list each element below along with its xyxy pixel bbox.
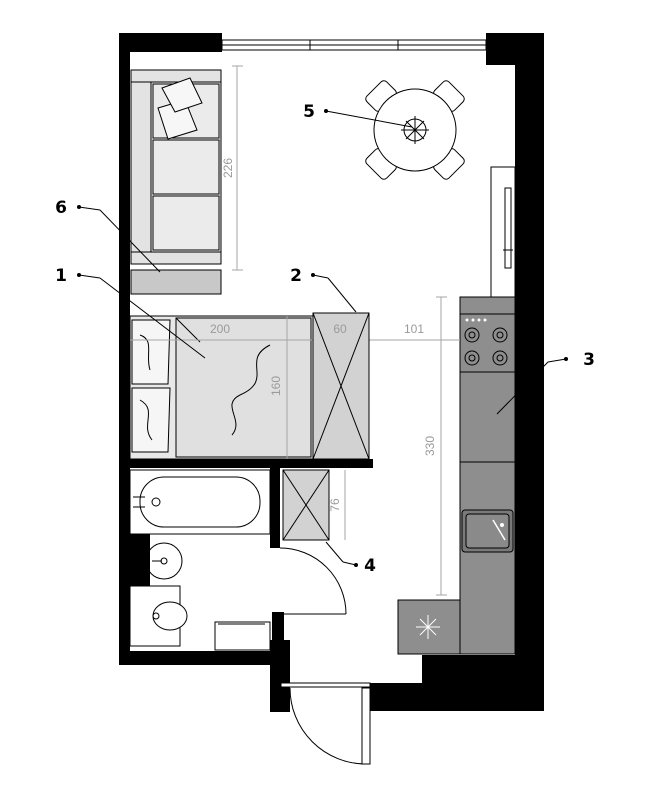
window <box>221 39 487 51</box>
dining-table <box>365 80 465 180</box>
tv-panel <box>490 166 516 298</box>
label-closet: 4 <box>364 556 376 576</box>
callouts <box>77 109 568 567</box>
dimension-bed-length: 200 <box>210 322 230 336</box>
label-sofa: 6 <box>55 198 67 218</box>
dimension-closet-depth: 76 <box>328 498 342 512</box>
wall-bathroom-door-jamb <box>272 612 284 652</box>
wall-bottom-left <box>119 651 272 665</box>
dimension-kitchen-length: 330 <box>423 436 437 456</box>
wall-top-left <box>119 33 222 52</box>
dimension-wardrobe-depth: 60 <box>333 322 347 336</box>
doors <box>279 547 371 765</box>
wall-bottom-right-block <box>422 655 522 685</box>
bed-dimension: 200 160 <box>130 316 460 459</box>
kitchen-dimension: 330 <box>423 296 447 596</box>
bed <box>129 315 314 460</box>
label-wardrobe: 2 <box>290 266 302 286</box>
sofa-dimension: 226 <box>221 65 243 271</box>
wall-bathroom-partition <box>130 534 150 586</box>
dimension-bed-width: 160 <box>269 376 283 396</box>
sofa <box>130 69 222 295</box>
closet: 76 <box>282 469 346 541</box>
label-kitchen: 3 <box>583 350 595 370</box>
label-dining-table: 5 <box>303 102 315 122</box>
bathroom <box>129 469 271 651</box>
dimension-sofa-length: 226 <box>221 158 235 178</box>
wardrobe: 60 101 <box>312 312 424 460</box>
dimension-aisle-width: 101 <box>404 322 424 336</box>
wall-entry-left <box>270 640 290 712</box>
walls <box>119 33 544 712</box>
wall-right <box>515 33 544 711</box>
wall-bathroom-right <box>270 468 280 548</box>
wall-bathroom-top <box>130 459 373 468</box>
wall-left <box>119 33 130 665</box>
label-bed: 1 <box>55 266 67 286</box>
wall-bottom-right <box>370 683 544 711</box>
kitchen-counter <box>397 296 516 655</box>
